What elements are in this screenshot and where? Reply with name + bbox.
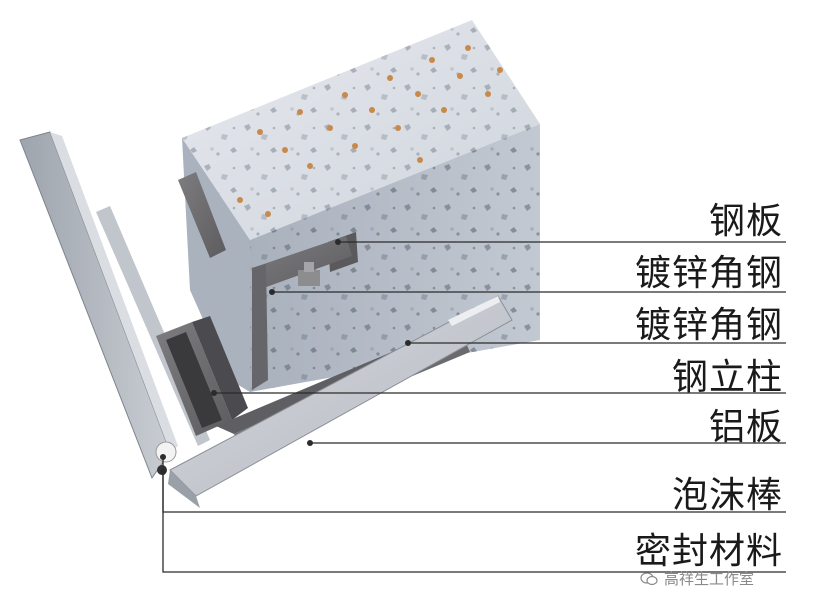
label-steel-plate: 钢板 [708,201,783,242]
leader-sealant [162,472,786,573]
watermark: 高祥生工作室 [640,568,754,589]
leader-dots [160,239,411,475]
label-steel-column: 钢立柱 [671,357,783,398]
label-aluminum-panel: 铝板 [708,407,783,448]
aluminum-panel-bottom-edge [168,470,200,508]
stone-dowel-dots [237,45,503,217]
label-foam-rod: 泡沫棒 [671,475,783,516]
label-galvanized-angle-steel-1: 镀锌角钢 [634,253,783,294]
bolt-assembly [298,262,320,286]
galvanized-angle-steel-vertical [252,264,268,390]
aluminum-panel-inner-fold [50,132,178,452]
watermark-text: 高祥生工作室 [664,570,755,588]
aluminum-panel-top-lip [448,296,500,326]
wechat-icon [640,571,658,585]
leader-lines [162,241,786,573]
steel-column-hollow [166,332,222,428]
galvanized-angle-steel-upper [252,236,352,290]
label-galvanized-angle-steel-2: 镀锌角钢 [634,305,783,346]
foam-rod [155,441,177,463]
stone-slab-top-texture [182,20,540,240]
label-sealant: 密封材料 [634,531,783,572]
steel-column-side [192,316,248,420]
rear-angle-steel [178,172,226,258]
